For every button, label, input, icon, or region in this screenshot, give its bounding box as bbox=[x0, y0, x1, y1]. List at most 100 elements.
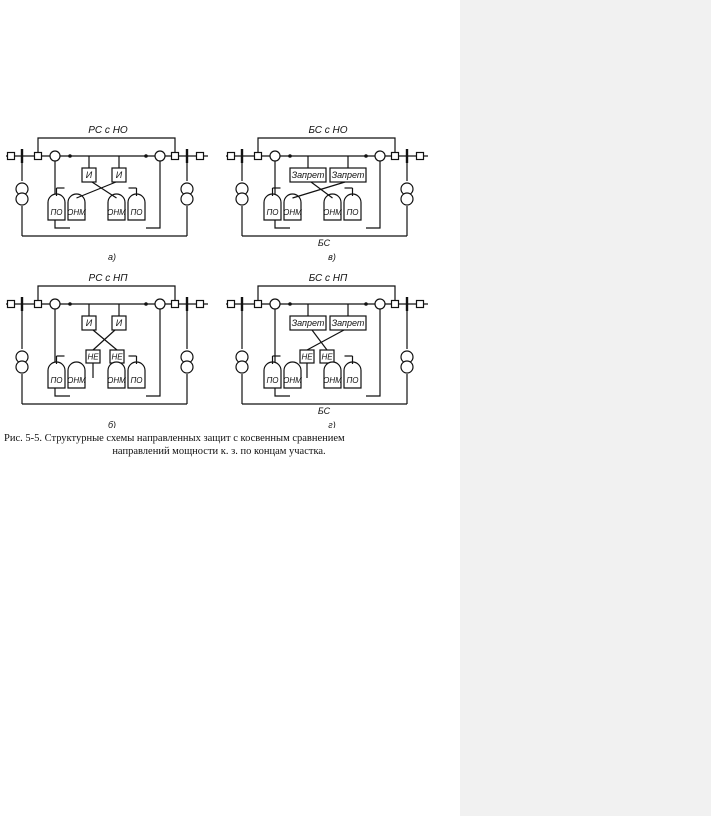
voltage-transformer-icon bbox=[235, 360, 249, 374]
breaker-icon bbox=[6, 299, 16, 309]
wire bbox=[91, 181, 117, 199]
relay-label: ОНМ bbox=[323, 208, 342, 217]
relay-symbol bbox=[67, 193, 86, 221]
breaker-icon bbox=[390, 151, 400, 161]
wire bbox=[54, 161, 70, 229]
current-transformer-icon bbox=[374, 298, 386, 310]
current-transformer-icon bbox=[269, 298, 281, 310]
figure-caption: Рис. 5-5. Структурные схемы направленных… bbox=[4, 432, 434, 458]
logic-block-label: И bbox=[116, 318, 123, 328]
not-gate-label: НЕ bbox=[321, 353, 333, 362]
relay-label: ОНМ bbox=[67, 208, 86, 217]
caption-line-2: направлений мощности к. з. по концам уча… bbox=[112, 446, 326, 457]
relay-symbol bbox=[67, 361, 86, 389]
relay-symbol bbox=[343, 361, 362, 389]
breaker-icon bbox=[390, 299, 400, 309]
relay-symbol bbox=[127, 361, 146, 389]
relay-label: ОНМ bbox=[283, 208, 302, 217]
relay-symbol bbox=[263, 193, 282, 221]
wire bbox=[311, 329, 328, 351]
breaker-icon bbox=[415, 299, 425, 309]
breaker-icon bbox=[170, 299, 180, 309]
relay-symbol bbox=[47, 193, 66, 221]
relay-symbol bbox=[283, 361, 302, 389]
junction-dot bbox=[288, 302, 292, 306]
breaker-icon bbox=[226, 299, 236, 309]
relay-label: ПО bbox=[346, 208, 358, 217]
junction-dot bbox=[144, 302, 148, 306]
breaker-icon bbox=[33, 151, 43, 161]
wire bbox=[54, 309, 70, 397]
relay-label: ПО bbox=[266, 208, 278, 217]
wire bbox=[92, 329, 118, 351]
wire bbox=[257, 285, 396, 300]
not-gate-label: НЕ bbox=[87, 353, 99, 362]
breaker-icon bbox=[195, 151, 205, 161]
wire bbox=[146, 309, 161, 397]
relay-symbol bbox=[343, 193, 362, 221]
voltage-transformer-icon bbox=[400, 360, 414, 374]
panel-sub-label: а) bbox=[108, 252, 116, 262]
wire bbox=[306, 329, 345, 351]
relay-label: ПО bbox=[50, 208, 62, 217]
center-label: БС bbox=[318, 406, 331, 416]
wire bbox=[366, 161, 381, 229]
relay-label: ПО bbox=[266, 376, 278, 385]
breaker-icon bbox=[33, 299, 43, 309]
panel-title: БС с НО bbox=[308, 125, 347, 136]
breaker-icon bbox=[6, 151, 16, 161]
panel-sub-label: г) bbox=[328, 420, 335, 428]
junction-dot bbox=[364, 302, 368, 306]
relay-label: ПО bbox=[50, 376, 62, 385]
relay-label: ПО bbox=[346, 376, 358, 385]
wire bbox=[76, 181, 117, 199]
logic-block-label: Запрет bbox=[332, 318, 365, 328]
voltage-transformer-icon bbox=[180, 192, 194, 206]
breaker-icon bbox=[253, 299, 263, 309]
wire bbox=[274, 309, 290, 397]
panel-title: РС с НО bbox=[88, 125, 128, 136]
logic-block-label: Запрет bbox=[332, 170, 365, 180]
wire bbox=[257, 137, 396, 152]
logic-block-label: Запрет bbox=[292, 170, 325, 180]
relay-symbol bbox=[263, 361, 282, 389]
wire bbox=[292, 181, 346, 199]
breaker-icon bbox=[170, 151, 180, 161]
wire bbox=[366, 309, 381, 397]
relay-label: ОНМ bbox=[67, 376, 86, 385]
relay-label: ОНМ bbox=[283, 376, 302, 385]
junction-dot bbox=[144, 154, 148, 158]
current-transformer-icon bbox=[154, 298, 166, 310]
wire bbox=[274, 161, 290, 229]
breaker-icon bbox=[195, 299, 205, 309]
wire bbox=[37, 137, 176, 152]
current-transformer-icon bbox=[374, 150, 386, 162]
center-label: БС bbox=[318, 238, 331, 248]
logic-block-label: И bbox=[116, 170, 123, 180]
voltage-transformer-icon bbox=[15, 360, 29, 374]
current-transformer-icon bbox=[269, 150, 281, 162]
logic-block-label: И bbox=[86, 318, 93, 328]
breaker-icon bbox=[415, 151, 425, 161]
relay-symbol bbox=[283, 193, 302, 221]
wire bbox=[92, 329, 116, 351]
voltage-transformer-icon bbox=[235, 192, 249, 206]
relay-symbol bbox=[323, 361, 342, 389]
wire bbox=[37, 285, 176, 300]
relay-symbol bbox=[107, 361, 126, 389]
current-transformer-icon bbox=[49, 298, 61, 310]
voltage-transformer-icon bbox=[180, 360, 194, 374]
not-gate-label: НЕ bbox=[301, 353, 313, 362]
relay-label: ОНМ bbox=[107, 376, 126, 385]
relay-label: ОНМ bbox=[107, 208, 126, 217]
relay-symbol bbox=[47, 361, 66, 389]
panel-sub-label: в) bbox=[328, 252, 336, 262]
breaker-icon bbox=[226, 151, 236, 161]
relay-symbol bbox=[323, 193, 342, 221]
